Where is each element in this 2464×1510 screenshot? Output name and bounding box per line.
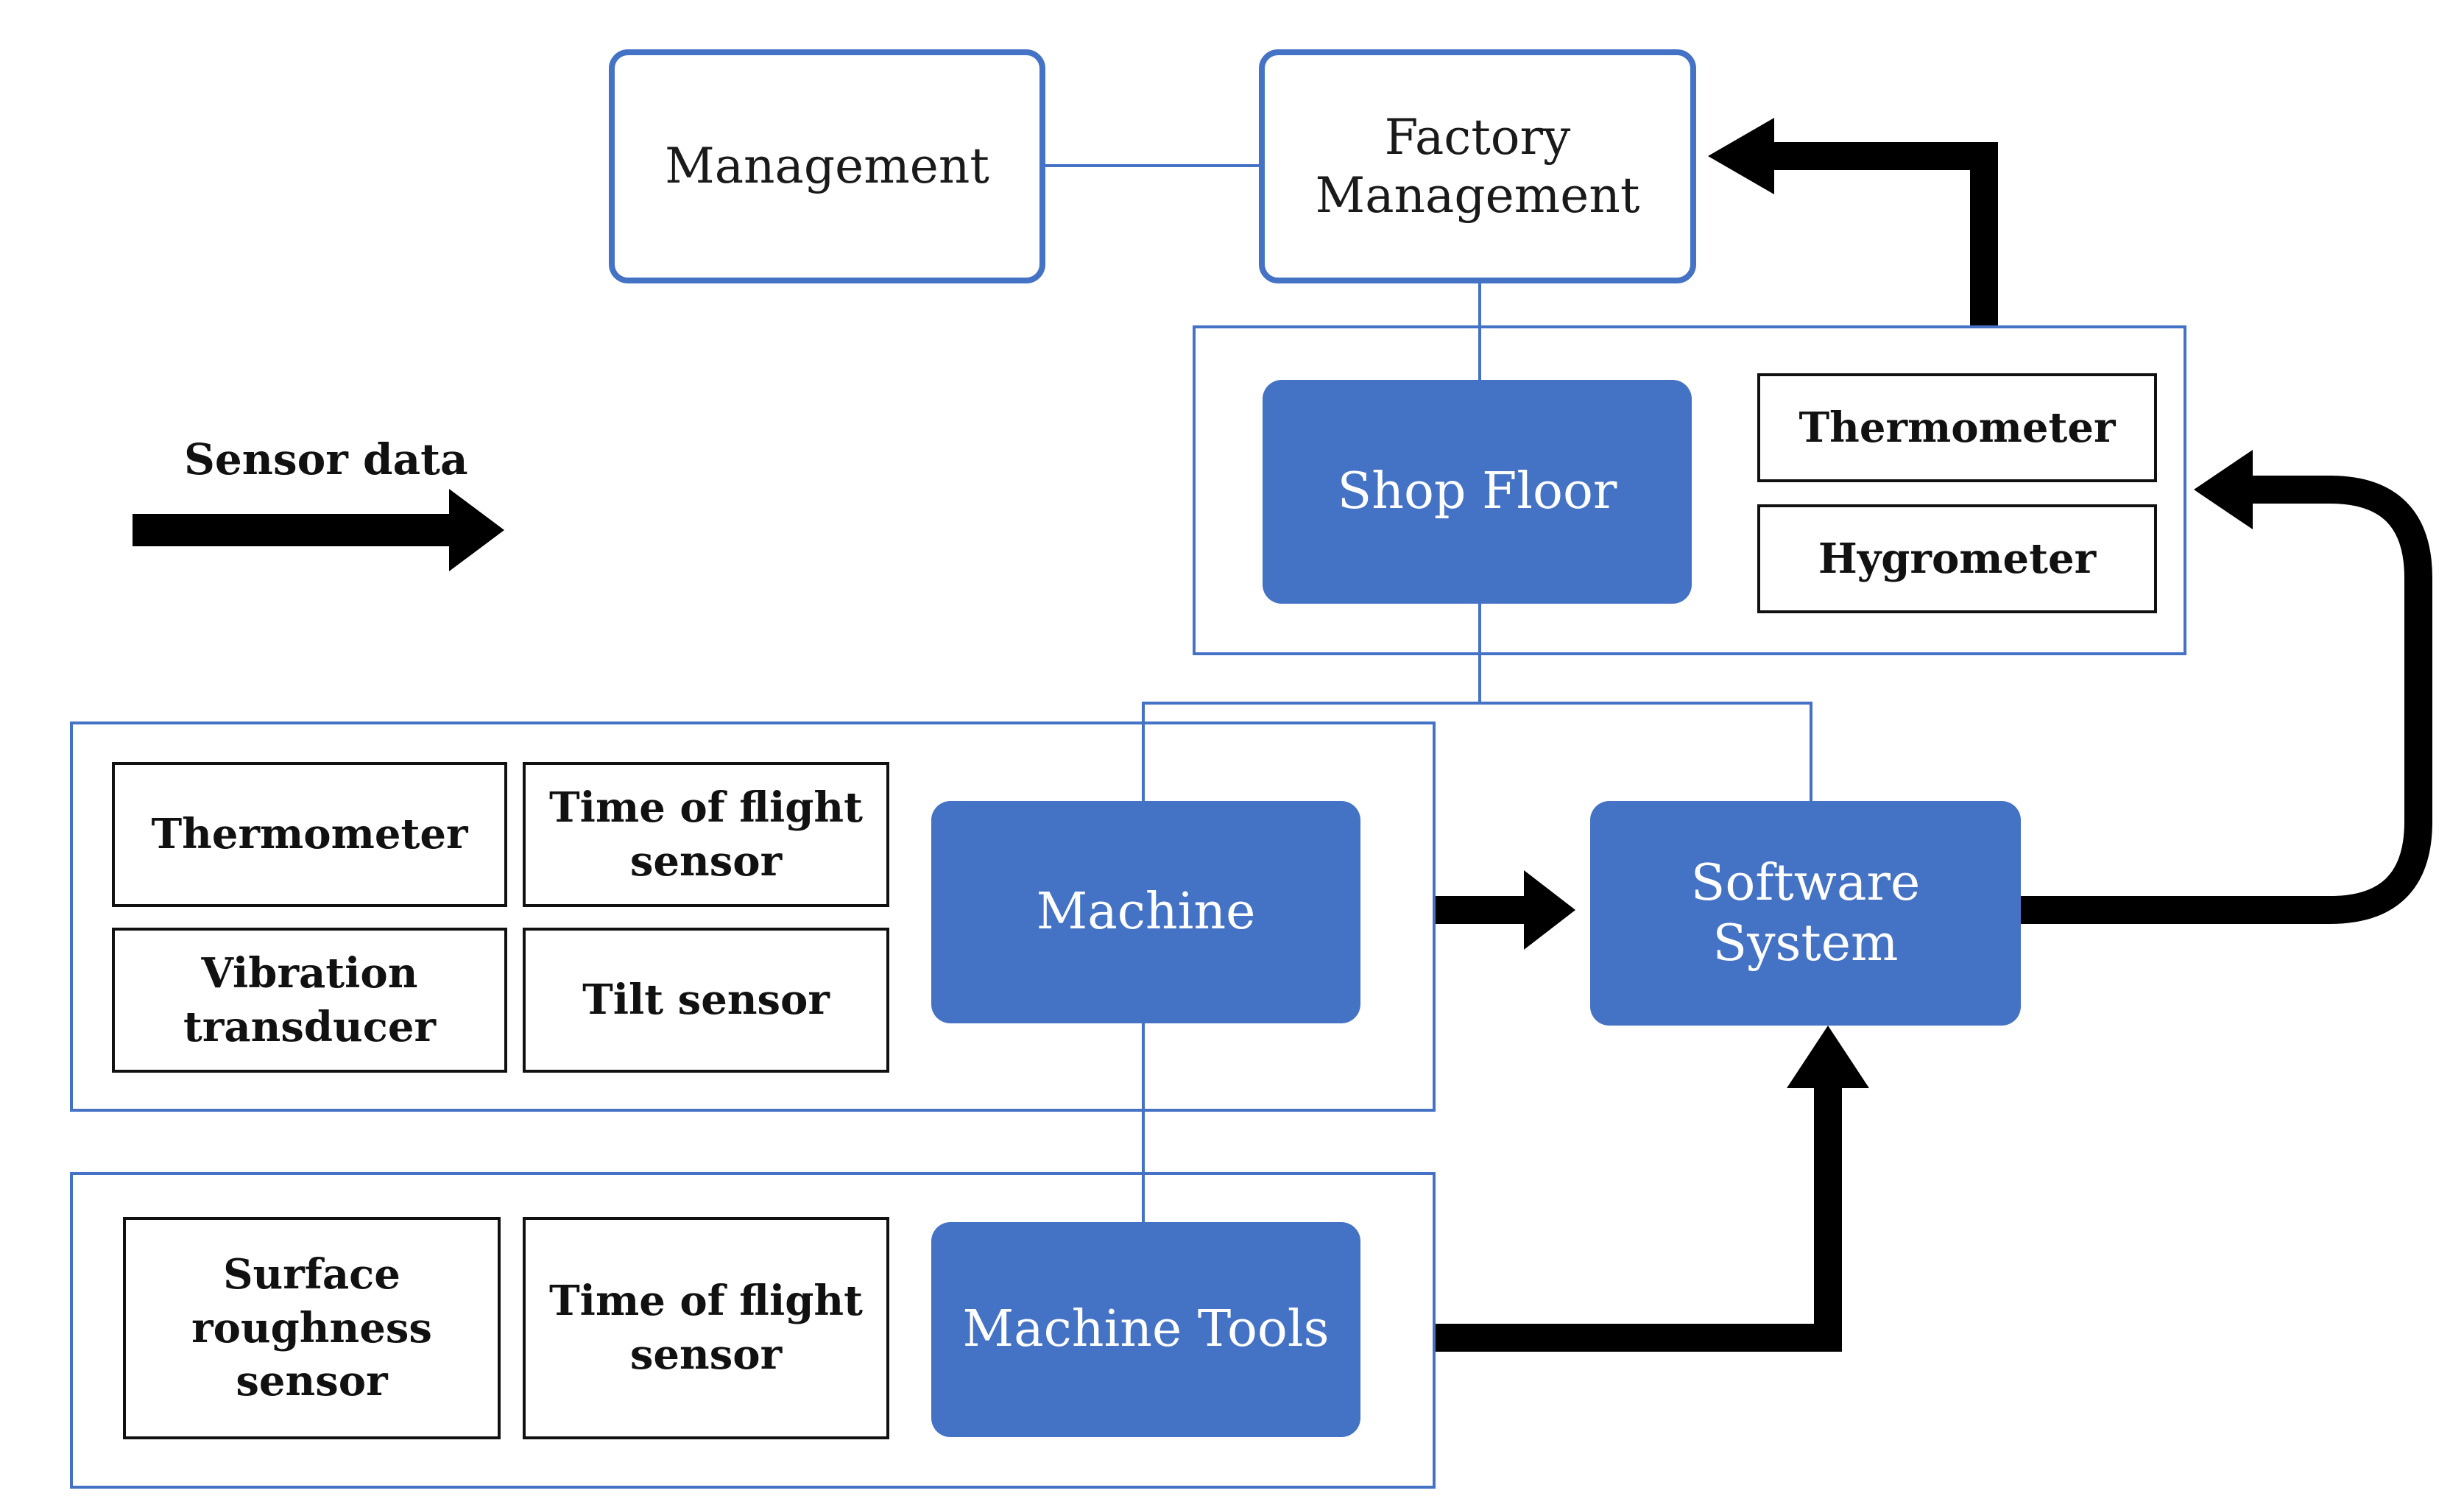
machine-sensor-vibration: Vibration transducer (112, 928, 507, 1073)
machine-sensor-tilt: Tilt sensor (523, 928, 889, 1073)
machine-tools-container (70, 1172, 1436, 1489)
machine-sensor-time-of-flight: Time of flight sensor (523, 762, 889, 907)
arrow-machine-to-software (1436, 870, 1575, 950)
tools-sensor-surface-roughness: Surface roughness sensor (123, 1217, 501, 1439)
machine-sensor-thermometer: Thermometer (112, 762, 507, 907)
arrow-software-to-shopfloor (2021, 450, 2432, 924)
machine-node: Machine (931, 801, 1360, 1023)
shop-floor-container (1193, 325, 2186, 655)
software-system-node: Software System (1590, 801, 2021, 1026)
connector-shopfloor-software (1480, 702, 1812, 801)
right-arrow-icon (133, 489, 504, 571)
shop-floor-sensor-thermometer: Thermometer (1757, 373, 2157, 482)
machine-container (70, 722, 1436, 1112)
shop-floor-sensor-hygrometer: Hygrometer (1757, 504, 2157, 613)
shop-floor-node: Shop Floor (1263, 380, 1692, 604)
arrow-tools-to-software (1436, 1026, 1869, 1352)
legend-label: Sensor data (184, 434, 468, 484)
tools-sensor-time-of-flight: Time of flight sensor (523, 1217, 889, 1439)
machine-tools-node: Machine Tools (931, 1222, 1360, 1437)
management-box: Management (609, 49, 1045, 283)
arrow-shopfloor-to-factory (1708, 118, 1998, 325)
factory-management-box: Factory Management (1259, 49, 1696, 283)
